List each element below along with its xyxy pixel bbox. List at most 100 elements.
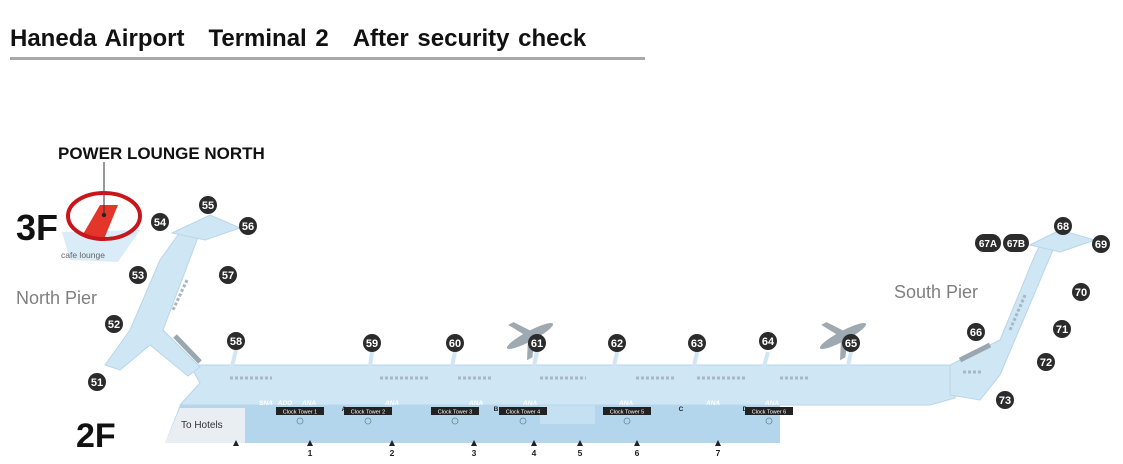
clock-icon [296, 417, 304, 425]
clock-icon [364, 417, 372, 425]
airplane-icon [819, 322, 867, 361]
gate-number: 64 [762, 336, 775, 348]
page-title: Haneda Airport Terminal 2 After security… [10, 25, 587, 52]
entrance-number: 3 [472, 448, 477, 458]
gate-52-marker: 52 [105, 315, 123, 333]
shop-label: ADO [277, 400, 292, 407]
gate-54-marker: 54 [151, 213, 169, 231]
clock-tower-4: Clock Tower 4 [499, 407, 547, 425]
gate-59-marker: 59 [363, 334, 381, 352]
gate-number: 61 [531, 338, 543, 350]
gate-57-marker: 57 [219, 266, 237, 284]
shop-label: ANA [384, 400, 399, 407]
arrow-up-icon [577, 440, 583, 446]
gate-number: 55 [202, 200, 214, 212]
gate-stubs [230, 349, 853, 367]
entrance-7: 7 [715, 440, 721, 458]
clock-tower-label: Clock Tower 4 [506, 410, 540, 416]
gate-72-marker: 72 [1037, 353, 1055, 371]
shop-label: ANA [301, 400, 316, 407]
clock-tower-3: Clock Tower 3 [431, 407, 479, 425]
gate-number: 62 [611, 338, 623, 350]
gate-53-marker: 53 [129, 266, 147, 284]
gate-number: 59 [366, 338, 378, 350]
shop-label: ANA [522, 400, 537, 407]
lounge-highlight-ring [66, 191, 142, 241]
clock-tower-5: Clock Tower 5 [603, 407, 651, 425]
clock-tower-label: Clock Tower 3 [438, 410, 472, 416]
gate-73-marker: 73 [996, 391, 1014, 409]
gate-number: 52 [108, 319, 120, 331]
gate-68-marker: 68 [1054, 217, 1072, 235]
arrow-up-icon [307, 440, 313, 446]
shop-label: ANA [705, 400, 720, 407]
clock-tower-1: Clock Tower 1 [276, 407, 324, 425]
to-hotels-area [165, 408, 245, 443]
clock-tower-6: Clock Tower 6 [745, 407, 793, 425]
entrance-number: 5 [578, 448, 583, 458]
floor-3-text: 3F [16, 207, 58, 248]
north-connector [173, 334, 202, 364]
shop-label: ANA [468, 400, 483, 407]
gate-number: 54 [154, 217, 167, 229]
shop-label: SNA [259, 400, 273, 407]
arrow-up-icon [531, 440, 537, 446]
clock-tower-label: Clock Tower 1 [283, 410, 317, 416]
south-connector [958, 342, 992, 363]
arrow-up-icon [471, 440, 477, 446]
to-hotels-label: To Hotels [181, 420, 223, 431]
gate-number: 53 [132, 270, 144, 282]
gate-number: 60 [449, 338, 461, 350]
north-pier-label: North Pier [16, 288, 97, 308]
clock-tower-2: Clock Tower 2 [344, 407, 392, 425]
gate-number: 71 [1056, 324, 1068, 336]
gate-number: 68 [1057, 221, 1069, 233]
clock-tower-label: Clock Tower 6 [752, 410, 786, 416]
shop-label: ANA [618, 400, 633, 407]
gate-number: 67A [979, 239, 997, 250]
main-concourse [178, 364, 956, 406]
gate-number: 66 [970, 327, 982, 339]
gate-63-marker: 63 [688, 334, 706, 352]
airplane-icon [506, 322, 554, 361]
shop-labels: ANA ADO SNA ANA ANA ANA ANA ANA ANA [259, 400, 779, 407]
shop-label: ANA [764, 400, 779, 407]
floor-3-label: 3F [16, 207, 58, 248]
gate-56-marker: 56 [239, 217, 257, 235]
zone-c-label: C [679, 406, 684, 413]
gate-66-marker: 66 [967, 323, 985, 341]
gate-number: 70 [1075, 287, 1087, 299]
entrance-number: 6 [635, 448, 640, 458]
cafe-lounge-label: cafe lounge [61, 250, 105, 260]
lounge-label: POWER LOUNGE NORTH [58, 144, 265, 163]
gate-number: 72 [1040, 357, 1052, 369]
clock-icon [519, 417, 527, 425]
floor-2-label: 2F [76, 417, 116, 455]
title-divider [10, 57, 645, 60]
entrance-4: 4 [531, 440, 537, 458]
clock-icon [623, 417, 631, 425]
zone-d-label: D [743, 406, 748, 413]
gate-67b-marker: 67B [1003, 234, 1029, 252]
south-pier-area [949, 237, 1059, 401]
gate-69-marker: 69 [1092, 235, 1110, 253]
entrance-number: 7 [716, 448, 721, 458]
gate-67a-marker: 67A [975, 234, 1001, 252]
gate-71-marker: 71 [1053, 320, 1071, 338]
entrance-number: 4 [532, 448, 537, 458]
gate-60-marker: 60 [446, 334, 464, 352]
gate-number: 69 [1095, 239, 1107, 251]
gate-51-marker: 51 [88, 373, 106, 391]
entrance-3: 3 [471, 440, 477, 458]
power-lounge-north-area[interactable] [82, 205, 118, 239]
north-pier-area [104, 231, 201, 377]
gate-55-marker: 55 [199, 196, 217, 214]
clock-tower-labels: Clock Tower 1 Clock Tower 2 Clock Tower 3 C… [276, 407, 793, 425]
entrance-5: 5 [577, 440, 583, 458]
entrance-number: 2 [390, 448, 395, 458]
gate-number: 63 [691, 338, 703, 350]
gate-number: 51 [91, 377, 103, 389]
clock-icon [765, 417, 773, 425]
